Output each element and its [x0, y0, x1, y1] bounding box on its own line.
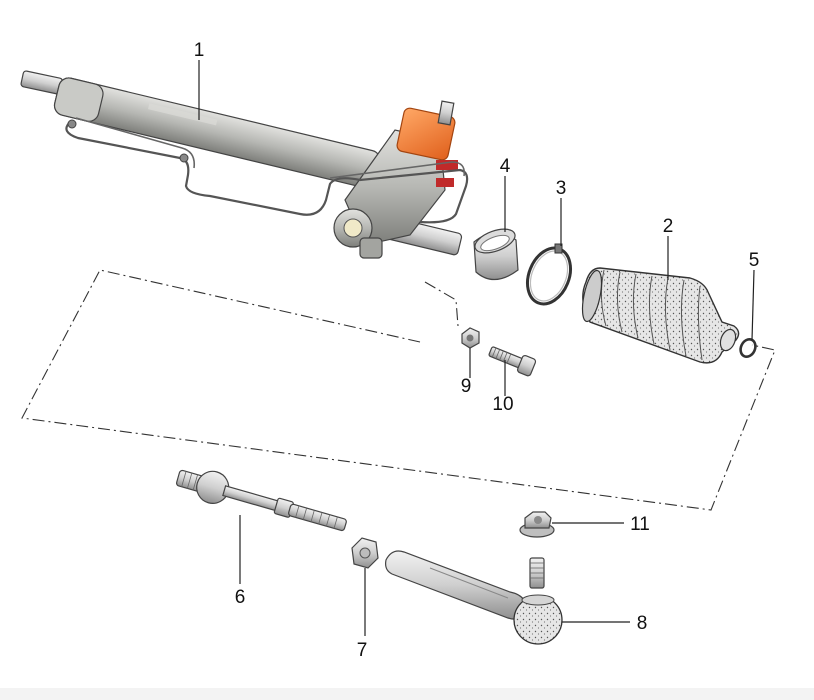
- callout-11: 11: [630, 514, 650, 535]
- callout-labels: 1 2 3 4 5 6 7 8 9 10 11: [194, 40, 760, 661]
- callout-10: 10: [492, 394, 513, 415]
- callout-5: 5: [749, 250, 760, 271]
- flange-nut: [519, 511, 555, 538]
- bellows-boot: [581, 267, 740, 364]
- nut-small: [461, 327, 480, 349]
- leader-5: [751, 269, 755, 341]
- assembly-boundary-line: [21, 269, 776, 511]
- ring-sleeve: [473, 228, 519, 281]
- inner-tie-rod: [175, 469, 347, 532]
- callout-2: 2: [663, 216, 674, 237]
- callout-8: 8: [637, 613, 648, 634]
- callout-6: 6: [235, 587, 246, 608]
- callout-1: 1: [194, 40, 205, 61]
- clamp-ring: [526, 243, 572, 306]
- callout-7: 7: [357, 640, 368, 661]
- outer-tie-rod-end: [385, 550, 563, 645]
- callout-3: 3: [556, 178, 567, 199]
- footer-strip: [0, 688, 814, 700]
- steering-rack-housing: [20, 70, 469, 259]
- callout-9: 9: [461, 376, 472, 397]
- jam-nut: [351, 537, 379, 569]
- leader-lines: [198, 60, 755, 636]
- callout-4: 4: [500, 156, 511, 177]
- bolt: [488, 346, 537, 377]
- small-clip: [739, 338, 757, 358]
